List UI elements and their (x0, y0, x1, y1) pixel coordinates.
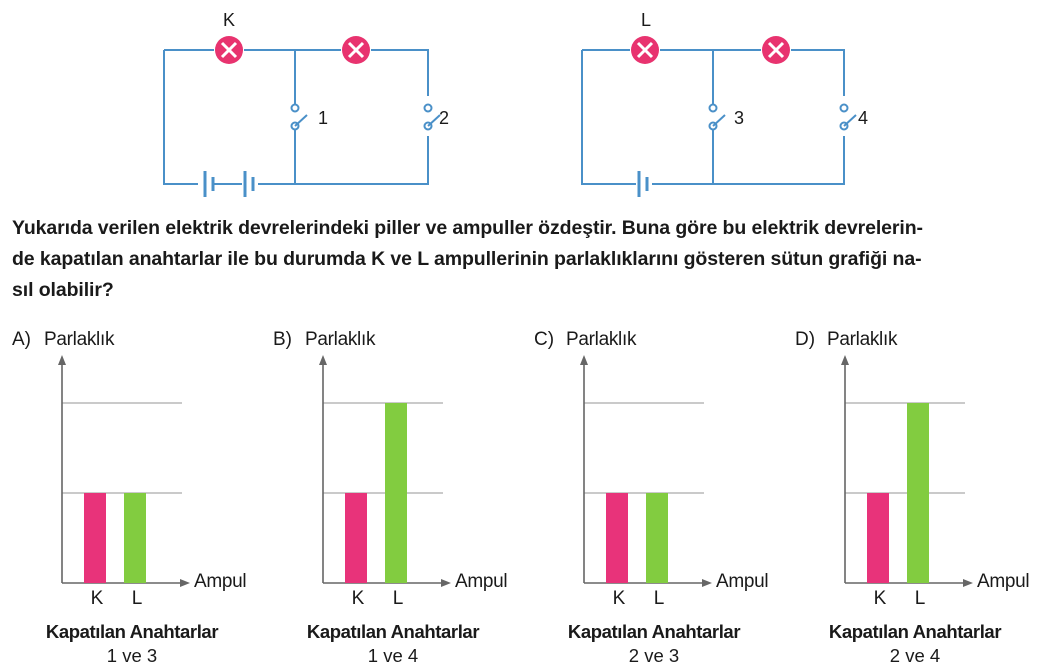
switch-1 (290, 103, 308, 131)
y-axis-arrow (319, 355, 327, 365)
option-c[interactable]: C) Parlaklık Ampul K L Kapatılan Anahtar… (534, 325, 784, 670)
option-title: Kapatılan Anahtarlar (828, 621, 1002, 642)
question-line: sıl olabilir? (12, 279, 114, 301)
category-label-K: K (351, 588, 365, 609)
y-axis-label: Parlaklık (566, 329, 637, 350)
lamp (342, 36, 370, 64)
option-title: Kapatılan Anahtarlar (306, 621, 480, 642)
y-axis-label: Parlaklık (305, 329, 376, 350)
circuit-left: K 1 2 (163, 10, 449, 197)
bar-chart (319, 355, 451, 587)
option-letter: A) (12, 329, 31, 350)
bar-K (84, 493, 106, 583)
circuit-right: L 3 4 (581, 10, 868, 197)
x-axis-arrow (963, 579, 973, 587)
category-label-L: L (392, 588, 404, 609)
question-line: Yukarıda verilen elektrik devrelerindeki… (12, 217, 923, 239)
closed-switches: 1 ve 3 (106, 645, 158, 666)
option-letter: B) (273, 329, 292, 350)
category-label-K: K (873, 588, 887, 609)
x-axis-label: Ampul (455, 571, 508, 592)
question-line: de kapatılan anahtarlar ile bu durumda K… (12, 248, 922, 270)
bar-chart (580, 355, 712, 587)
option-letter: C) (534, 329, 555, 350)
y-axis-label: Parlaklık (44, 329, 115, 350)
option-letter: D) (795, 329, 816, 350)
closed-switches: 1 ve 4 (367, 645, 419, 666)
lamp-L (631, 36, 659, 64)
battery (203, 171, 255, 197)
switch-label-2: 2 (439, 108, 449, 128)
bar-chart (841, 355, 973, 587)
lamp-label-L: L (641, 10, 651, 30)
switch-2 (420, 96, 441, 136)
y-axis-arrow (841, 355, 849, 365)
bar-K (867, 493, 889, 583)
y-axis-label: Parlaklık (827, 329, 898, 350)
option-d[interactable]: D) Parlaklık Ampul K L Kapatılan Anahtar… (795, 325, 1040, 670)
bar-L (124, 493, 146, 583)
closed-switches: 2 ve 4 (889, 645, 941, 666)
lamp-K (215, 36, 243, 64)
category-label-L: L (653, 588, 665, 609)
lamp-label-K: K (223, 10, 235, 30)
switch-label-1: 1 (318, 108, 328, 128)
x-axis-arrow (702, 579, 712, 587)
lamp (762, 36, 790, 64)
category-label-L: L (914, 588, 926, 609)
question-text: Yukarıda verilen elektrik devrelerindeki… (12, 213, 1032, 306)
x-axis-label: Ampul (716, 571, 769, 592)
x-axis-label: Ampul (194, 571, 247, 592)
x-axis-label: Ampul (977, 571, 1030, 592)
bar-K (606, 493, 628, 583)
switch-3 (708, 103, 726, 131)
category-label-K: K (612, 588, 626, 609)
bar-L (385, 403, 407, 583)
bar-K (345, 493, 367, 583)
option-title: Kapatılan Anahtarlar (45, 621, 219, 642)
option-b[interactable]: B) Parlaklık Ampul K L Kapatılan Anahtar… (273, 325, 523, 670)
x-axis-arrow (441, 579, 451, 587)
x-axis-arrow (180, 579, 190, 587)
option-title: Kapatılan Anahtarlar (567, 621, 741, 642)
y-axis-arrow (580, 355, 588, 365)
switch-label-4: 4 (858, 108, 868, 128)
bar-L (907, 403, 929, 583)
category-label-K: K (90, 588, 104, 609)
battery (637, 171, 649, 197)
bar-L (646, 493, 668, 583)
switch-4 (836, 96, 857, 136)
y-axis-arrow (58, 355, 66, 365)
bar-chart (58, 355, 190, 587)
closed-switches: 2 ve 3 (628, 645, 680, 666)
option-a[interactable]: A) Parlaklık Ampul K L Kapatılan Anahtar… (12, 325, 262, 670)
switch-label-3: 3 (734, 108, 744, 128)
category-label-L: L (131, 588, 143, 609)
